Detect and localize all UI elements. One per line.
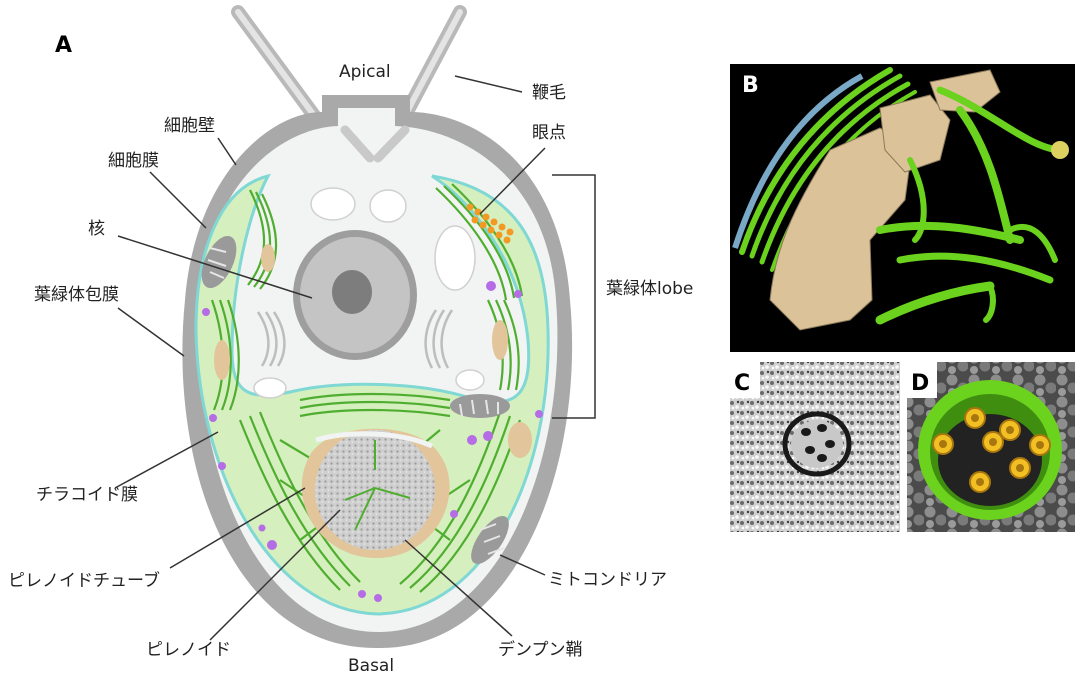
label-cell-wall: 細胞壁: [164, 116, 215, 136]
vacuole: [254, 378, 286, 398]
panel-letter-a: A: [55, 33, 72, 58]
panel-letter-c: C: [734, 371, 750, 396]
panel-d-tubules: D: [907, 362, 1075, 532]
cell-diagram: [182, 12, 572, 648]
label-apical: Apical: [339, 62, 391, 82]
label-nucleus: 核: [88, 219, 105, 239]
panel-letter-b: B: [742, 73, 759, 98]
label-chloroplast-envelope: 葉緑体包膜: [34, 285, 119, 305]
label-thylakoid-membrane: チラコイド膜: [36, 485, 138, 505]
vacuole: [435, 226, 475, 290]
label-flagella: 鞭毛: [532, 83, 566, 103]
vacuole: [456, 370, 484, 390]
label-pyrenoid-tubule: ピレノイドチューブ: [8, 570, 160, 591]
label-starch-sheath: デンプン鞘: [498, 639, 583, 660]
panel-c-em-slice: C: [730, 362, 900, 532]
label-eyespot: 眼点: [532, 123, 566, 143]
vacuole: [311, 188, 355, 220]
vacuole: [370, 190, 406, 222]
label-chloroplast-lobe: 葉緑体lobe: [606, 279, 693, 299]
panel-letter-d: D: [911, 371, 929, 396]
label-pyrenoid: ピレノイド: [146, 640, 231, 660]
label-mitochondria: ミトコンドリア: [548, 570, 667, 590]
nucleus: [293, 230, 417, 360]
panel-b-tomogram: B: [730, 64, 1075, 352]
label-cell-membrane: 細胞膜: [108, 151, 159, 171]
label-basal: Basal: [348, 656, 394, 676]
